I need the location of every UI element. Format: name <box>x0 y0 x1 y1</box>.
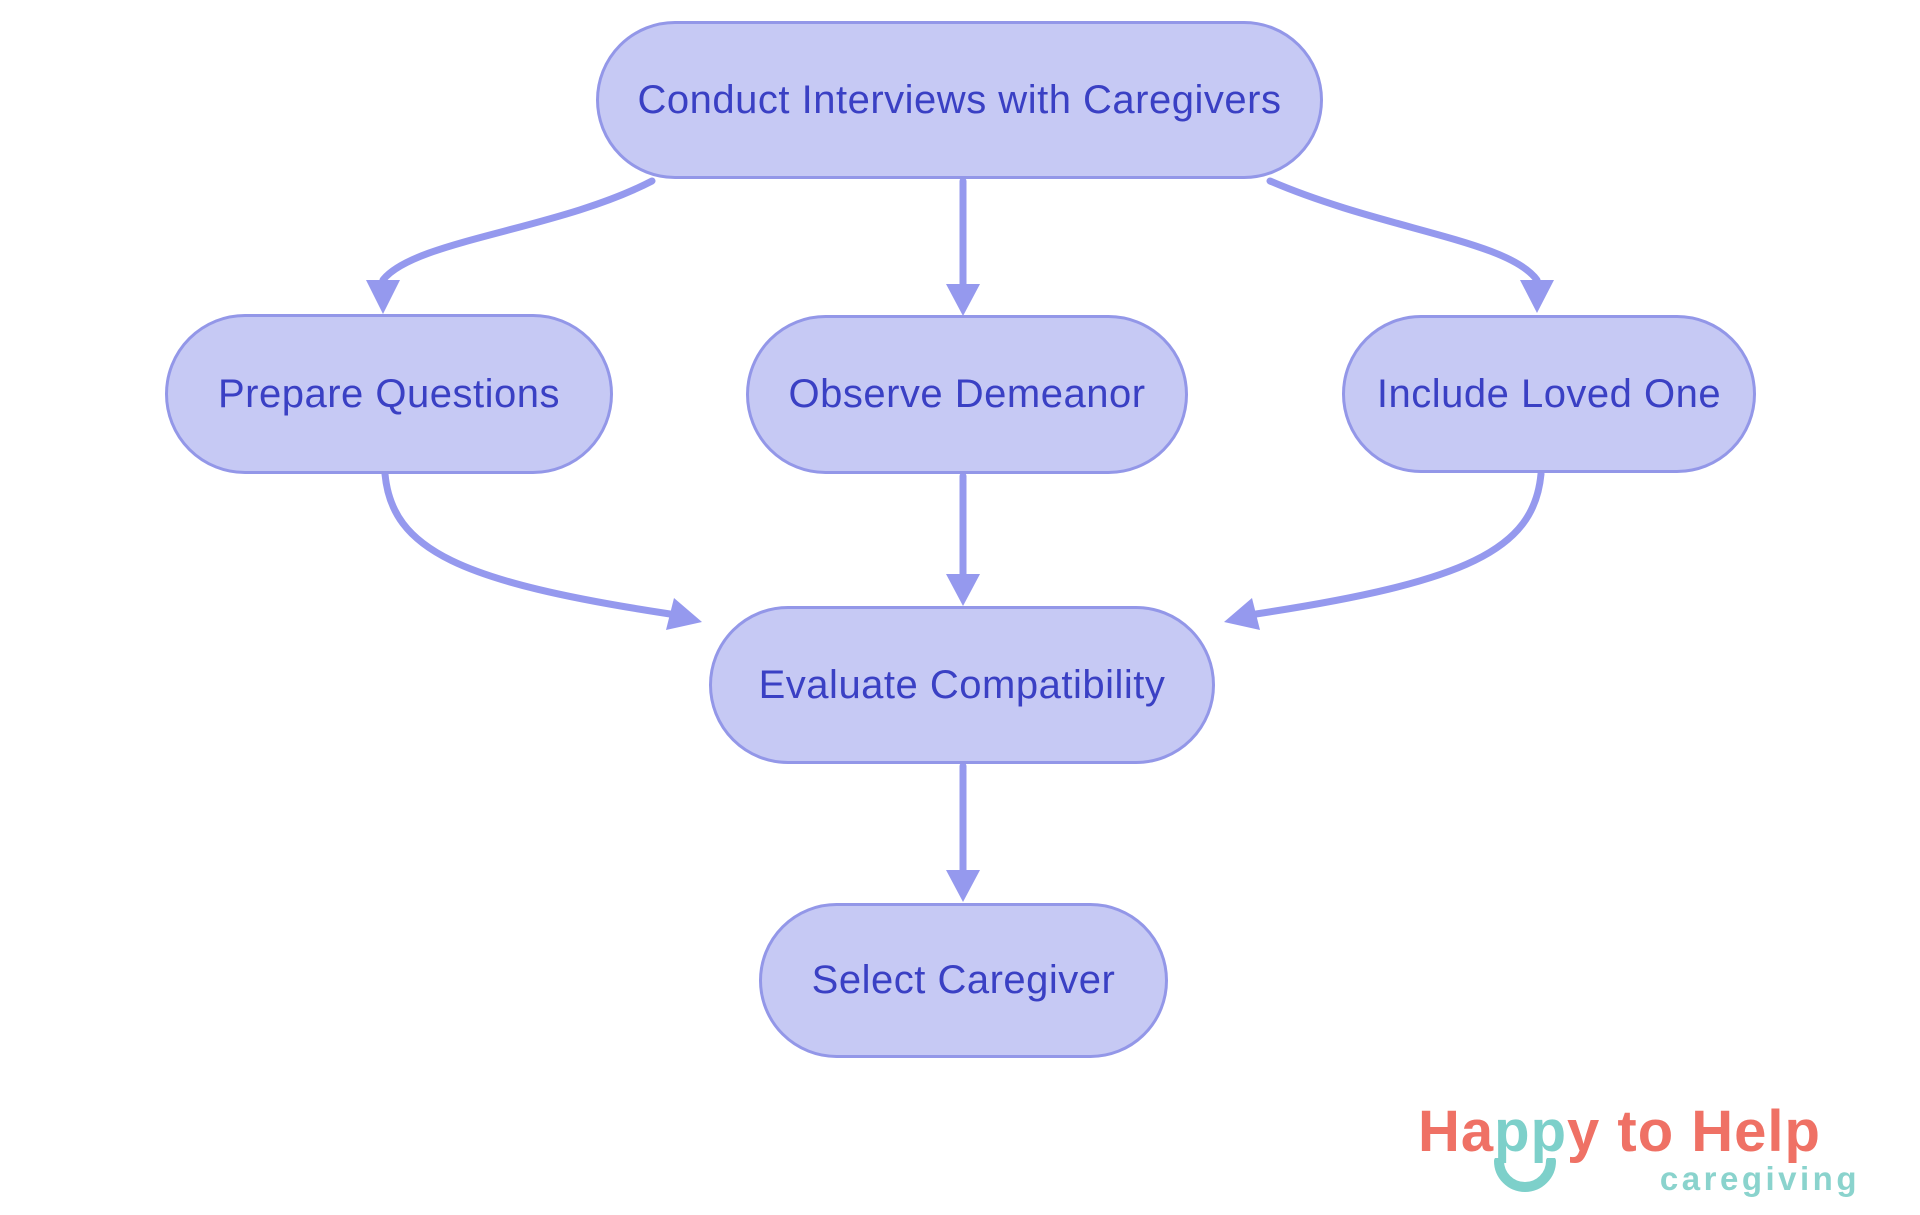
edge-conduct-to-observe <box>946 177 980 316</box>
logo-text-y-to-help: y to Help <box>1567 1099 1821 1164</box>
arrowhead-left-icon <box>1224 598 1260 630</box>
node-prepare-questions-label: Prepare Questions <box>217 371 560 416</box>
node-conduct-interviews-label: Conduct Interviews with Caregivers <box>637 77 1282 122</box>
node-evaluate-compatibility: Evaluate Compatibility <box>709 606 1215 764</box>
logo-tagline: caregiving <box>1659 1160 1860 1197</box>
node-observe-demeanor: Observe Demeanor <box>746 315 1188 474</box>
happy-to-help-logo: Happy to Help caregiving <box>1418 1100 1880 1210</box>
logo-wordmark: Happy to Help <box>1418 1099 1880 1192</box>
edge-include-to-evaluate <box>1224 470 1545 630</box>
node-include-loved-one: Include Loved One <box>1342 315 1756 473</box>
arrowhead-down-icon <box>366 280 400 314</box>
node-observe-demeanor-label: Observe Demeanor <box>788 372 1146 416</box>
edge-evaluate-to-select <box>946 762 980 902</box>
edge-conduct-to-prepare <box>366 177 656 314</box>
node-prepare-questions: Prepare Questions <box>165 314 613 474</box>
node-evaluate-compatibility-label: Evaluate Compatibility <box>758 662 1166 707</box>
node-conduct-interviews: Conduct Interviews with Caregivers <box>596 21 1323 179</box>
arrowhead-down-icon <box>946 574 980 606</box>
node-select-caregiver: Select Caregiver <box>759 903 1168 1058</box>
edge-observe-to-evaluate <box>946 472 980 606</box>
edge-conduct-to-include <box>1266 177 1554 313</box>
arrowhead-right-icon <box>666 598 702 630</box>
arrowhead-down-icon <box>946 284 980 316</box>
node-select-caregiver-label: Select Caregiver <box>811 958 1116 1002</box>
arrowhead-down-icon <box>946 870 980 902</box>
logo-text-pp: pp <box>1494 1099 1568 1164</box>
smile-icon <box>1494 1158 1556 1192</box>
node-include-loved-one-label: Include Loved One <box>1376 371 1722 416</box>
edge-prepare-to-evaluate <box>381 470 702 630</box>
logo-text-ha: Ha <box>1418 1099 1495 1164</box>
arrowhead-down-icon <box>1520 280 1554 313</box>
